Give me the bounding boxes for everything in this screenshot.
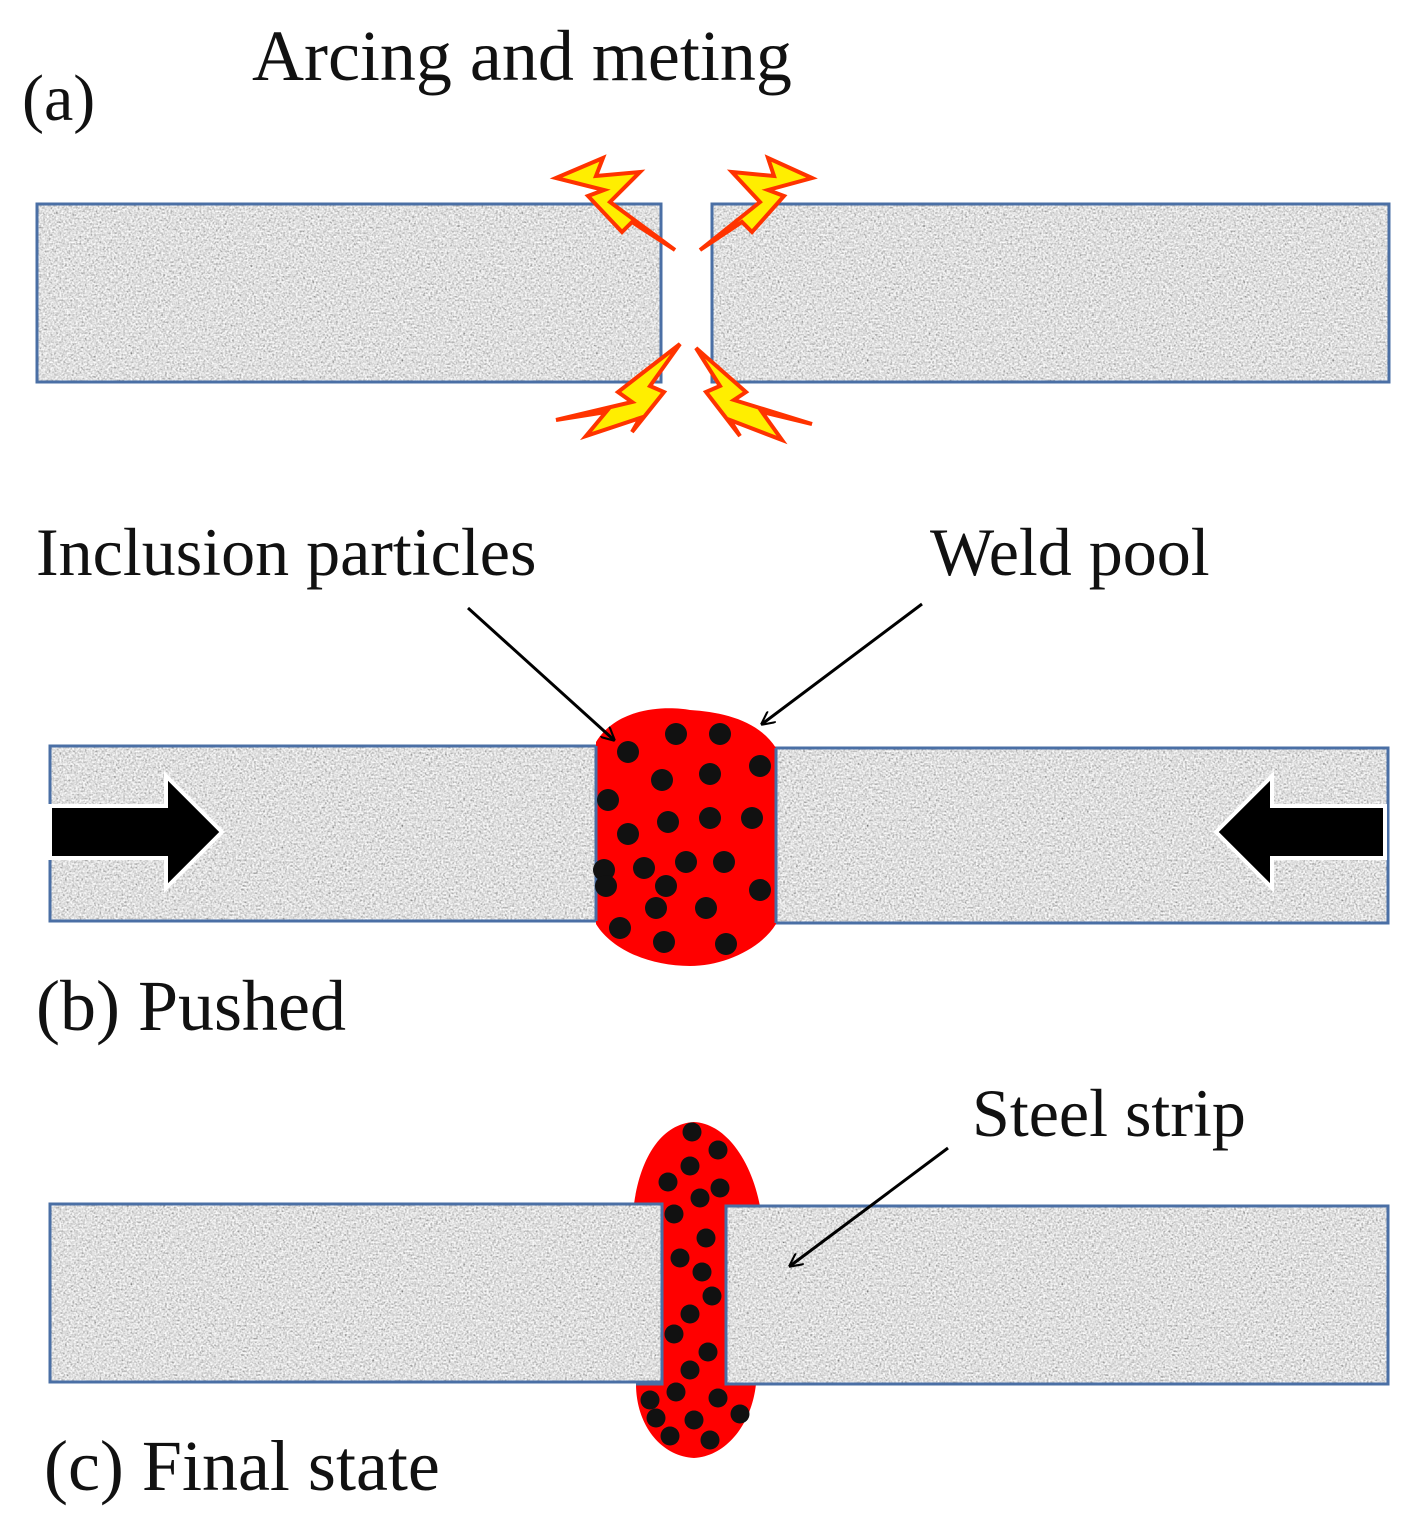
strip-a-right <box>710 202 1391 384</box>
inclusion-particle <box>741 807 763 829</box>
inclusion-particle <box>665 723 687 745</box>
extruded-weld-border <box>634 1202 760 1386</box>
strip-c-right <box>724 1204 1390 1386</box>
spark-icon <box>694 346 813 445</box>
inclusion-particle <box>646 1408 666 1428</box>
label-weld-pool: Weld pool <box>930 514 1210 590</box>
inclusion-particle <box>657 811 679 833</box>
inclusion-particle <box>609 917 631 939</box>
inclusion-particle <box>653 931 675 953</box>
pointer-arrow-inclusions <box>466 606 614 740</box>
inclusion-particle <box>680 1360 700 1380</box>
label-inclusion-particles: Inclusion particles <box>36 514 536 590</box>
inclusion-particle <box>645 897 667 919</box>
inclusion-particle <box>664 1204 684 1224</box>
panel-a-letter: (a) <box>22 62 95 135</box>
spark-icon <box>549 154 677 252</box>
inclusion-particle <box>670 1248 690 1268</box>
inclusion-particle <box>597 789 619 811</box>
inclusion-particle <box>730 1404 750 1424</box>
inclusion-particle <box>710 1178 730 1198</box>
inclusion-particle <box>699 807 721 829</box>
inclusion-particle <box>708 1388 728 1408</box>
inclusion-particle <box>658 1172 678 1192</box>
weld-pool-border <box>594 746 778 923</box>
inclusion-particle <box>666 1382 686 1402</box>
inclusion-particle <box>713 851 735 873</box>
inclusion-particle <box>682 1122 702 1142</box>
inclusion-particle <box>633 857 655 879</box>
inclusion-particle <box>651 769 673 791</box>
panel-b-caption: (b) Pushed <box>36 966 346 1046</box>
inclusion-particle <box>617 823 639 845</box>
inclusion-particle <box>640 1390 660 1410</box>
inclusion-particle <box>593 859 615 881</box>
inclusion-particle <box>692 1262 712 1282</box>
inclusion-particle <box>664 1324 684 1344</box>
inclusion-particle <box>595 875 617 897</box>
inclusion-particle <box>698 1342 718 1362</box>
pointer-arrow-strip <box>790 1146 949 1266</box>
push-arrow-right-icon <box>48 771 225 893</box>
inclusion-particle <box>684 1410 704 1430</box>
inclusion-particles-b <box>593 723 771 955</box>
inclusion-particle <box>617 741 639 763</box>
inclusion-particle <box>655 875 677 897</box>
inclusion-particle <box>660 1426 680 1446</box>
push-arrow-left-icon <box>1213 771 1387 893</box>
panel-c-caption: (c) Final state <box>44 1426 440 1506</box>
inclusion-particle <box>749 755 771 777</box>
inclusion-particle <box>699 763 721 785</box>
weld-pool <box>596 708 776 966</box>
inclusion-particle <box>675 851 697 873</box>
inclusion-particle <box>749 879 771 901</box>
inclusion-particle <box>680 1304 700 1324</box>
inclusion-particle <box>696 1228 716 1248</box>
strip-c-left <box>48 1202 664 1384</box>
inclusion-particle <box>680 1156 700 1176</box>
inclusion-particles-c <box>640 1122 750 1450</box>
inclusion-particle <box>708 1140 728 1160</box>
label-steel-strip: Steel strip <box>972 1075 1246 1151</box>
pointer-arrow-pool <box>762 602 923 724</box>
strip-a-left <box>35 202 663 384</box>
panel-a-title: Arcing and meting <box>252 16 792 96</box>
inclusion-particle <box>702 1286 722 1306</box>
inclusion-particle <box>695 897 717 919</box>
inclusion-particle <box>700 1430 720 1450</box>
inclusion-particle <box>690 1188 710 1208</box>
inclusion-particle <box>715 933 737 955</box>
spark-icon <box>555 342 682 441</box>
spark-icon <box>698 154 818 252</box>
inclusion-particle <box>709 723 731 745</box>
